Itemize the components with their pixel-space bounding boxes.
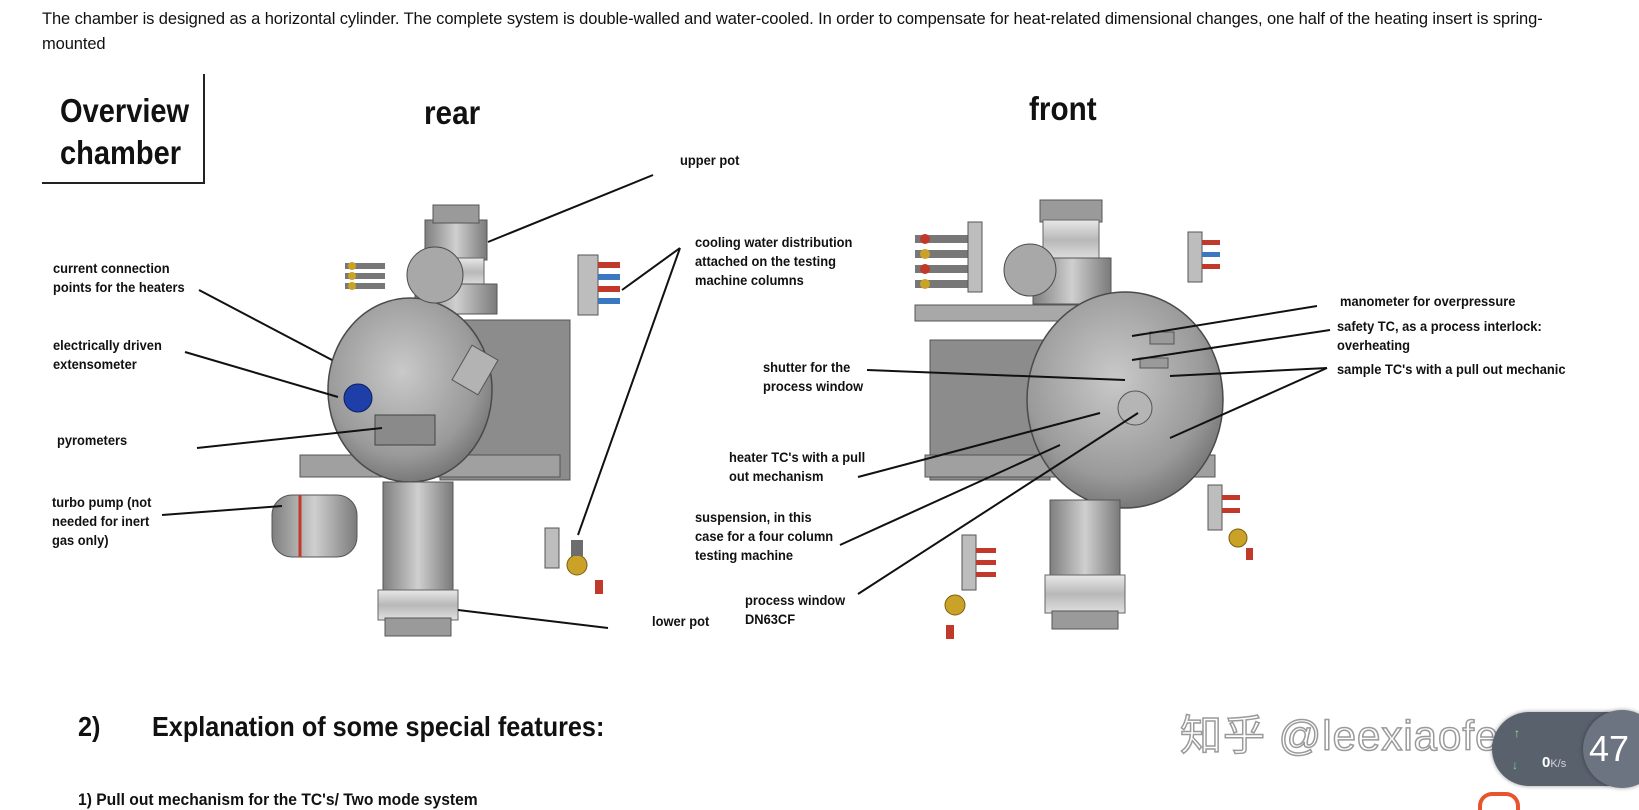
red-arc-icon [1478, 792, 1520, 810]
label-cooling-water: cooling water distribution attached on t… [695, 234, 853, 288]
overview-heading: Overview chamber [60, 90, 189, 174]
turbo-pump [271, 494, 358, 558]
rear-cooling-distributor [577, 254, 620, 316]
leader-lines [161, 174, 1331, 629]
label-lower-pot: lower pot [652, 613, 710, 629]
front-chamber-drawing [914, 199, 1253, 639]
section-number: 2) [78, 711, 101, 742]
extensometer-blue-part [343, 383, 373, 413]
network-percent-badge[interactable]: 47 [1583, 710, 1639, 788]
label-sample-tc: sample TC's with a pull out mechanic [1337, 361, 1566, 377]
rear-lower-bellow [377, 589, 459, 621]
download-arrow-icon: ↓ [1512, 758, 1518, 772]
front-lower-pot [1049, 499, 1121, 576]
download-speed: 0K/s [1542, 754, 1567, 771]
front-view-title: front [1029, 90, 1097, 127]
rear-current-connectors [345, 262, 385, 290]
label-suspension: suspension, in this case for a four colu… [695, 509, 834, 563]
label-process-window: process window DN63CF [745, 592, 846, 627]
label-manometer: manometer for overpressure [1340, 293, 1516, 309]
front-lower-bellow [1044, 574, 1126, 614]
label-current-connection: current connection points for the heater… [53, 260, 185, 295]
front-upper-bellow [1042, 219, 1100, 261]
section-title: Explanation of some special features: [152, 711, 605, 742]
process-window-flange [1117, 390, 1153, 426]
front-valve-left [944, 534, 996, 639]
front-cooling-distributor [1187, 231, 1220, 283]
label-heater-tc: heater TC's with a pull out mechanism [729, 449, 866, 484]
front-current-connectors [915, 221, 983, 293]
label-upper-pot: upper pot [680, 152, 740, 168]
rear-valve [544, 527, 603, 594]
overview-heading-line1: Overview [60, 92, 190, 129]
label-pyrometers: pyrometers [57, 432, 128, 448]
label-shutter: shutter for the process window [763, 359, 864, 394]
label-safety-tc: safety TC, as a process interlock: overh… [1337, 318, 1542, 353]
front-upper-pot [1039, 199, 1103, 223]
rear-view-title: rear [424, 94, 481, 131]
front-valve-right [1207, 484, 1253, 560]
label-turbo-pump: turbo pump (not needed for inert gas onl… [52, 494, 152, 548]
overview-heading-line2: chamber [60, 134, 182, 171]
upload-arrow-icon: ↑ [1514, 726, 1520, 740]
sub-item-heading: 1) Pull out mechanism for the TC's/ Two … [78, 790, 478, 809]
label-extensometer: electrically driven extensometer [53, 337, 162, 372]
intro-paragraph: The chamber is designed as a horizontal … [42, 10, 1543, 53]
rear-lower-pot [382, 481, 454, 593]
zhihu-watermark: 知乎 @leexiaofeng [1179, 711, 1549, 760]
rear-chamber-drawing [271, 204, 620, 637]
overview-heading-box: Overview chamber [42, 74, 205, 184]
